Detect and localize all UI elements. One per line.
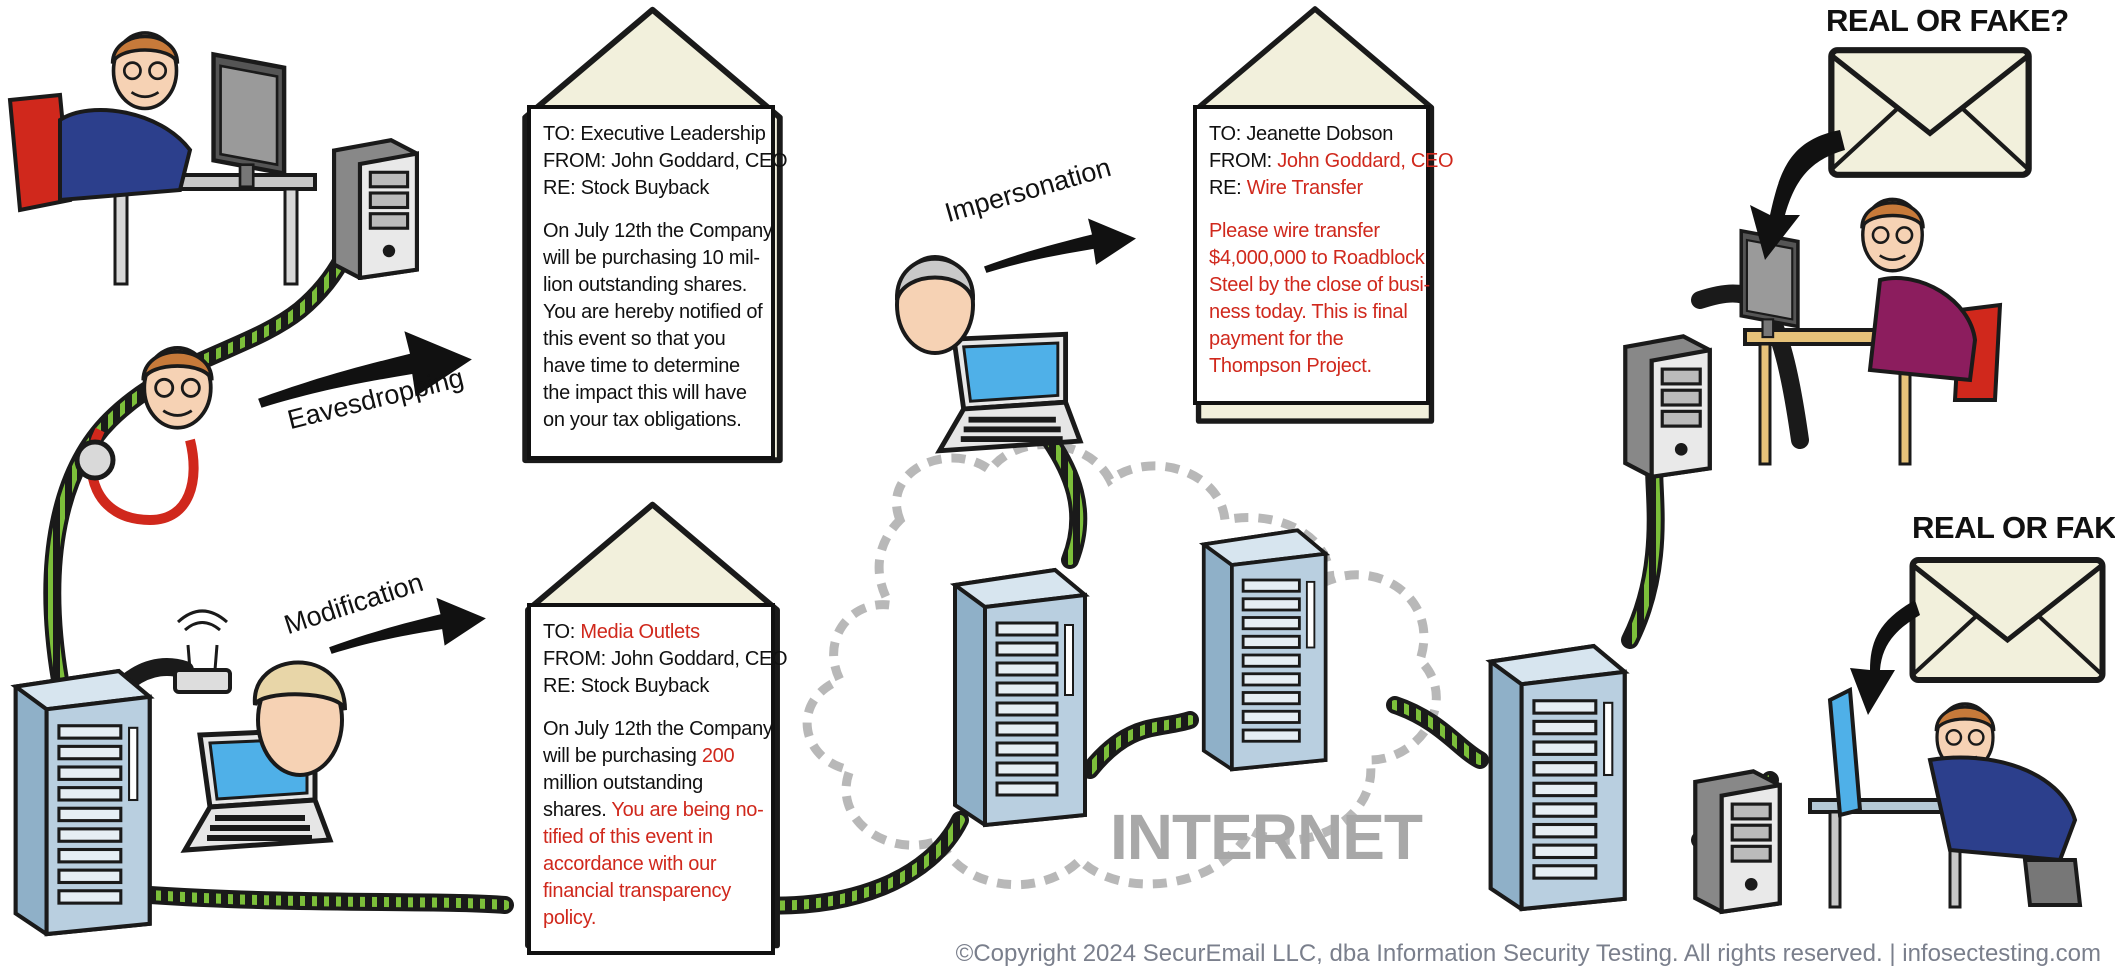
pc-bottom-right [1695, 771, 1779, 911]
email-subject: RE: Stock Buyback [543, 177, 710, 199]
label-internet: INTERNET [1110, 801, 1423, 873]
arrow-impersonation [984, 218, 1136, 273]
user-desk-top-right [1739, 197, 2003, 466]
user-desk-bottom-right [1808, 686, 2083, 909]
email-subject: RE: Wire Transfer [1209, 177, 1363, 199]
label-real-or-fake-bottom: REAL OR FAKE? [1912, 510, 2115, 545]
envelope-closed-top [1831, 50, 2028, 175]
pc-top-right [1625, 336, 1709, 476]
email-subject: RE: Stock Buyback [543, 675, 710, 697]
label-real-or-fake-top: REAL OR FAKE? [1826, 3, 2069, 38]
server-right [1491, 646, 1625, 909]
pc-top-left [334, 140, 417, 278]
email-from: FROM: John Goddard, CEO [1209, 150, 1454, 172]
email-from: FROM: John Goddard, CEO [543, 648, 788, 670]
arrow-real-or-fake-1 [1750, 130, 1845, 260]
user-desk-top-left [7, 31, 317, 286]
arrow-real-or-fake-2 [1850, 600, 1920, 715]
server-left [16, 671, 150, 934]
email-to: TO: Media Outlets [543, 621, 700, 643]
server-internet-2 [1204, 530, 1326, 769]
email-card-modified: TO: Media Outlets FROM: John Goddard, CE… [527, 603, 788, 955]
email-from: FROM: John Goddard, CEO [543, 150, 788, 172]
email-card-impersonation: TO: Jeanette Dobson FROM: John Goddard, … [1193, 105, 1454, 405]
email-body: Please wire transfer $4,000,000 to Roadb… [1209, 220, 1430, 377]
email-card-original: TO: Executive Leadership FROM: John Godd… [527, 105, 788, 460]
attacker-modifier [173, 609, 347, 850]
envelope-closed-bottom [1913, 560, 2103, 680]
router-icon [173, 609, 232, 694]
email-to: TO: Jeanette Dobson [1209, 123, 1394, 145]
email-to: TO: Executive Leadership [543, 123, 766, 145]
server-internet-1 [955, 570, 1085, 825]
attacker-impersonator [894, 255, 1080, 451]
email-body: On July 12th the Company will be purchas… [543, 718, 773, 929]
internet-cloud [802, 440, 1441, 890]
email-body: On July 12th the Company will be purchas… [543, 220, 773, 431]
copyright-footer: ©Copyright 2024 SecurEmail LLC, dba Info… [955, 940, 2101, 967]
attacker-eavesdropper [74, 345, 214, 526]
